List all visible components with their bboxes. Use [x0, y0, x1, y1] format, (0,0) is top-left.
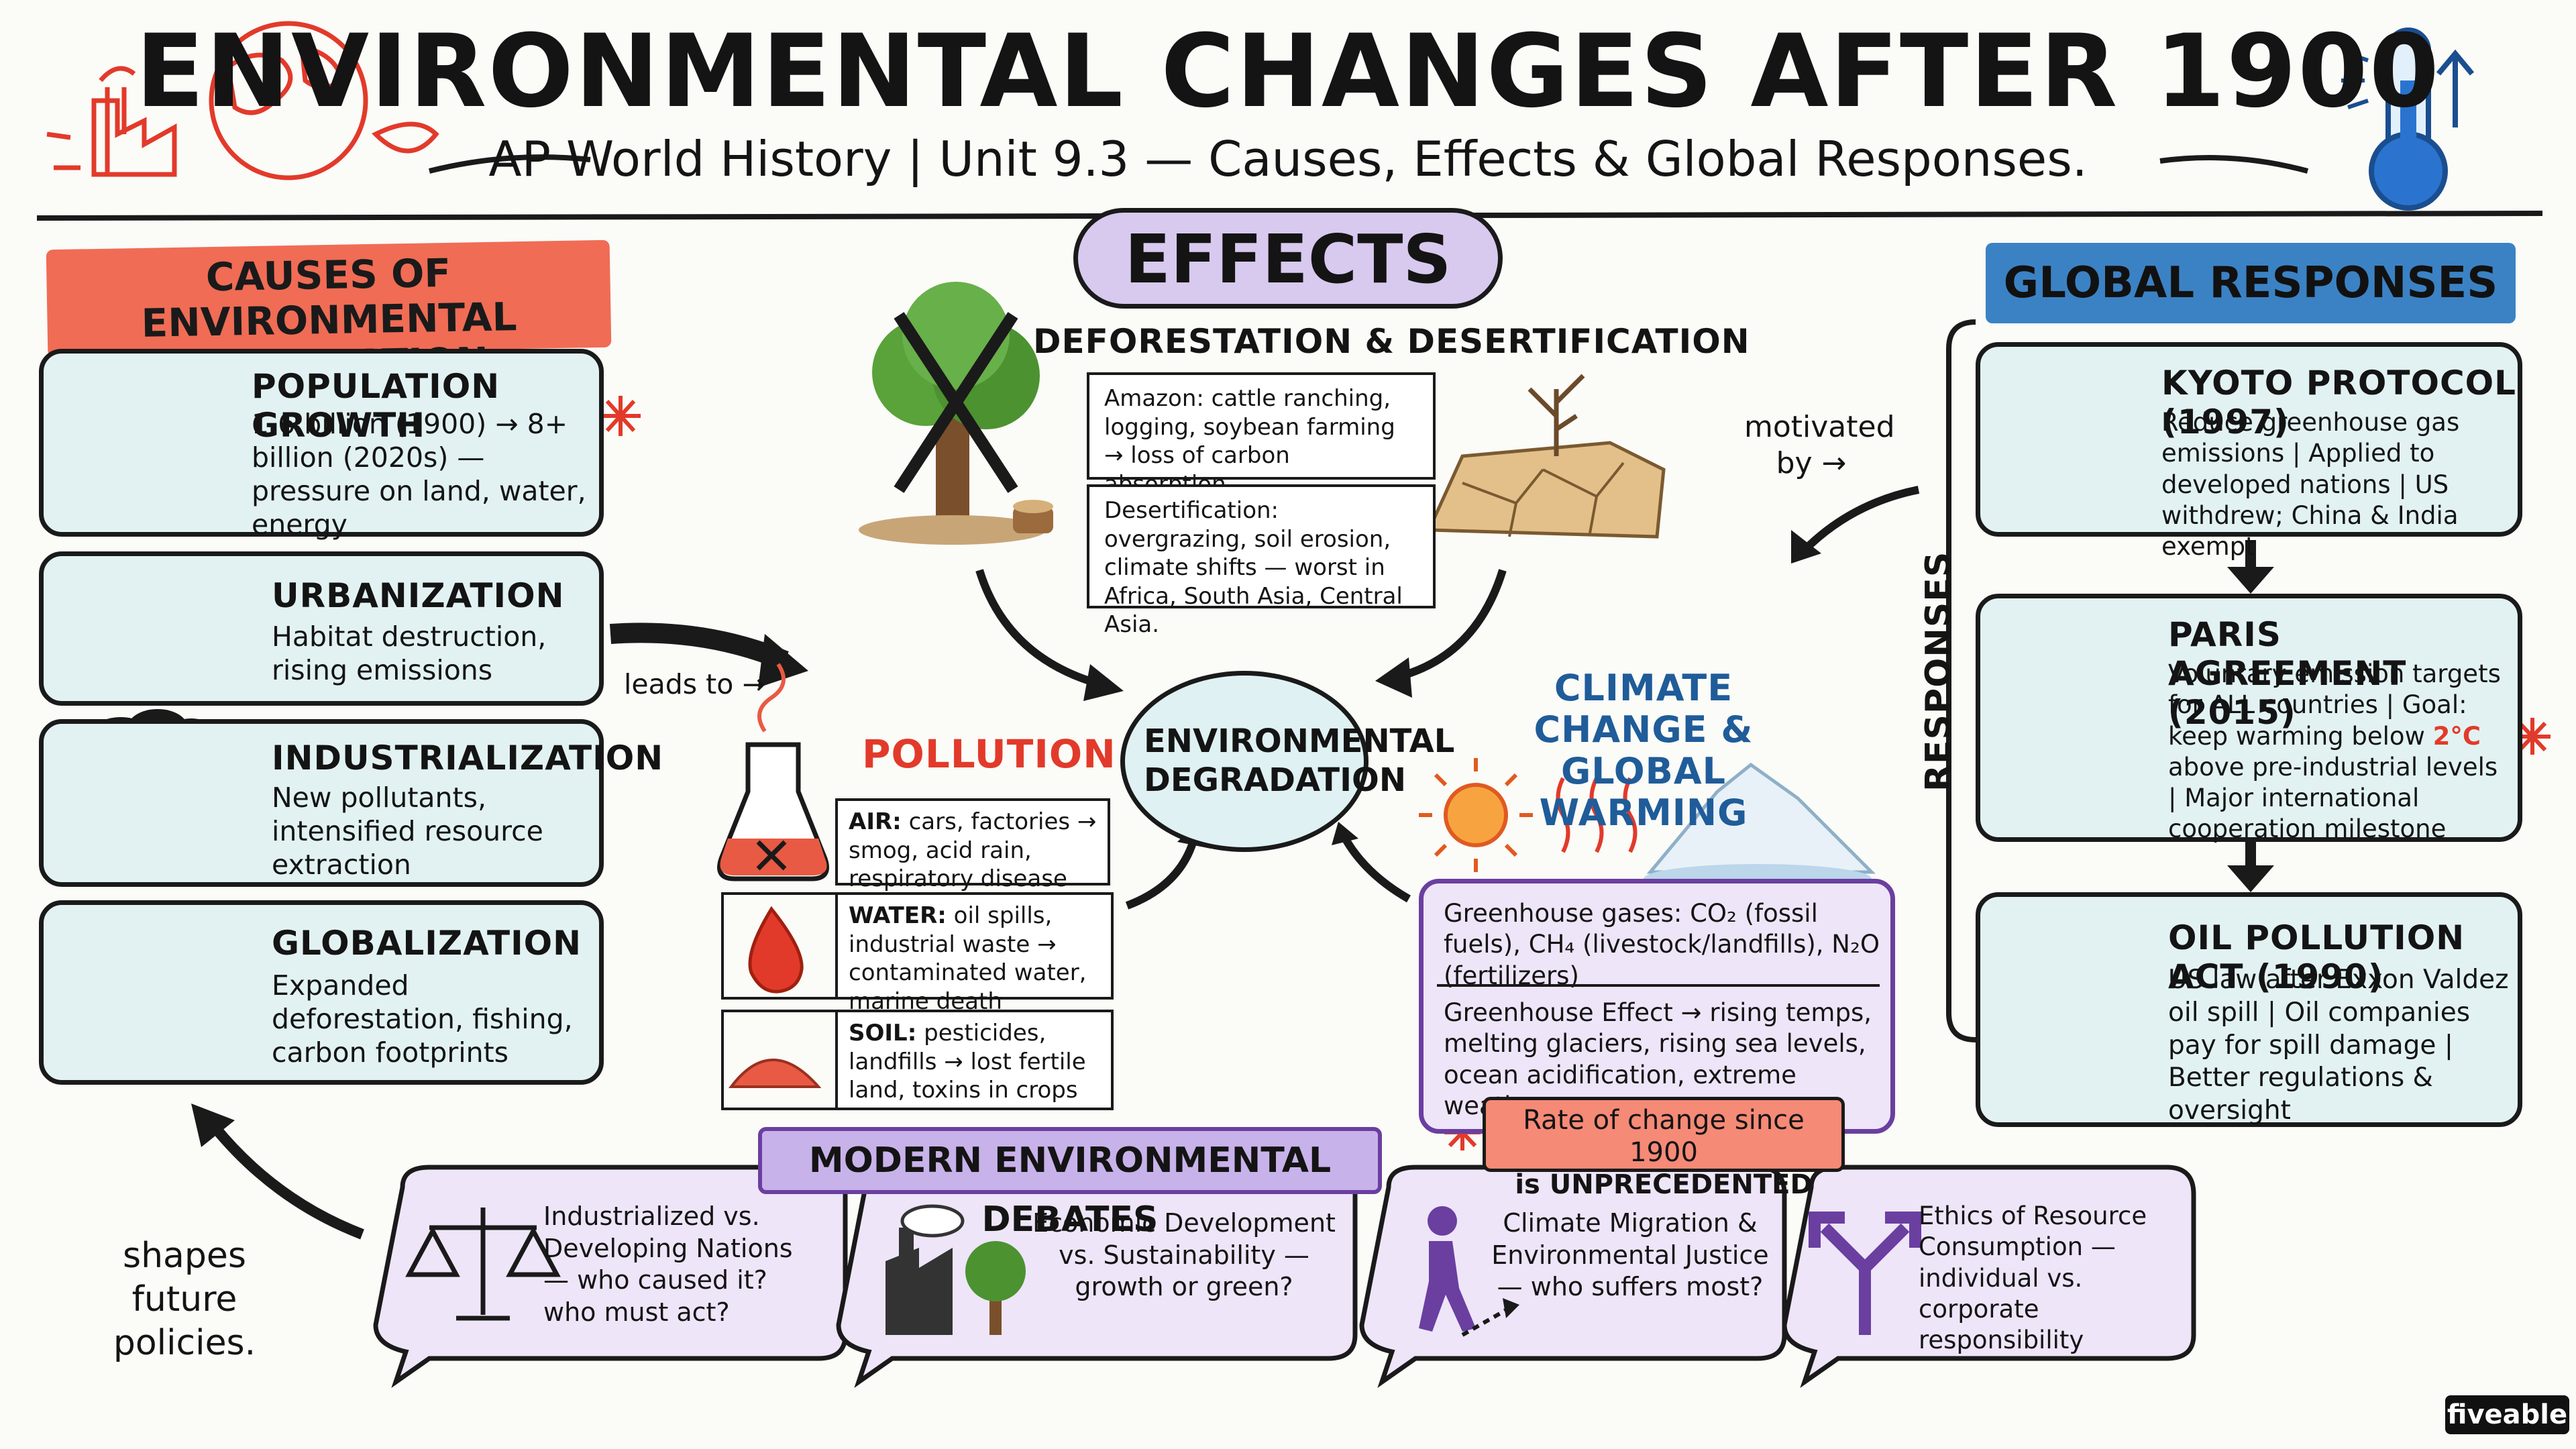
debates-banner-text: MODERN ENVIRONMENTAL DEBATES — [808, 1140, 1332, 1240]
fiveable-logo: fiveable — [2447, 1399, 2568, 1430]
paris-text-b: above pre-industrial levels | Major inte… — [2168, 752, 2498, 844]
cause-globalization: GLOBALIZATION Expanded deforestation, fi… — [39, 900, 604, 1085]
water-drop-icon — [748, 906, 804, 994]
deforested-tree-icon — [859, 282, 1053, 545]
causes-banner: CAUSES OF ENVIRONMENTAL DEGRADATION — [46, 239, 612, 390]
paris-highlight: 2°C — [2432, 721, 2481, 751]
water-label: WATER: — [849, 902, 947, 929]
response-title: KYOTO PROTOCOL (1997) — [2161, 364, 2517, 441]
page-title: ENVIRONMENTAL CHANGES AFTER 1900 — [136, 13, 2440, 130]
responses-side-label: RESPONSES — [1919, 551, 1959, 792]
pollution-icon-frame — [721, 1010, 835, 1110]
cause-title: POPULATION GROWTH — [252, 367, 500, 445]
cause-population-growth: POPULATION GROWTH 1.6 billion (1900) → 8… — [39, 349, 604, 541]
rate-line-1: Rate of change since 1900 — [1523, 1105, 1805, 1168]
debate-text: Economic Development vs. Sustainability … — [1032, 1208, 1336, 1301]
pollution-soil-note: SOIL: pesticides, landfills → lost ferti… — [835, 1010, 1114, 1110]
heat-waves-icon — [1556, 777, 1638, 853]
thermometer-icon — [2341, 28, 2475, 211]
response-title: PARIS AGREEMENT (2015) — [2168, 615, 2407, 732]
pollution-icon-frame — [721, 892, 835, 1000]
cause-industrialization: INDUSTRIALIZATION New pollutants, intens… — [39, 719, 663, 887]
debate-text: Climate Migration & Environmental Justic… — [1491, 1208, 1769, 1301]
cause-title: INDUSTRIALIZATION — [272, 739, 664, 777]
shapes-future-label: shapes future policies. — [113, 1236, 256, 1363]
motivated-by-label: motivated by → — [1744, 410, 1895, 480]
amazon-note: Amazon: cattle ranching, logging, soybea… — [1087, 372, 1436, 498]
response-text: US law after Exxon Valdez oil spill | Oi… — [2168, 965, 2509, 1126]
air-text: cars, factories → smog, acid rain, respi… — [849, 808, 1097, 892]
cause-title: GLOBALIZATION — [272, 924, 582, 963]
scales-icon — [405, 1208, 561, 1321]
desertification-note: Desertification: overgrazing, soil erosi… — [1087, 484, 1436, 638]
desertification-text: Desertification: overgrazing, soil erosi… — [1104, 497, 1403, 638]
climate-title: CLIMATE CHANGE & GLOBAL WARMING — [1534, 667, 1754, 835]
desert-icon — [1426, 374, 1666, 539]
center-label: ENVIRONMENTAL DEGRADATION — [1144, 722, 1455, 799]
pollution-water-note: WATER: oil spills, industrial waste → co… — [835, 892, 1114, 1015]
effects-banner-text: EFFECTS — [1124, 220, 1452, 299]
leads-to-label: leads to → — [624, 668, 765, 700]
response-kyoto: KYOTO PROTOCOL (1997) Reduce greenhouse … — [1976, 342, 2522, 561]
rate-callout: Rate of change since 1900 is UNPRECEDENT… — [1483, 1097, 1845, 1200]
soil-text: pesticides, landfills → lost fertile lan… — [849, 1020, 1086, 1104]
debates-banner: MODERN ENVIRONMENTAL DEBATES — [758, 1127, 1382, 1240]
cause-title: URBANIZATION — [272, 576, 565, 615]
paris-text-a: Voluntary emission targets for ALL count… — [2168, 659, 2501, 751]
response-text: Reduce greenhouse gas emissions | Applie… — [2161, 408, 2460, 561]
debate-text: Ethics of Resource Consumption — individ… — [1919, 1201, 2147, 1354]
response-text: Voluntary emission targets for ALL count… — [2168, 659, 2510, 845]
response-paris: PARIS AGREEMENT (2015) Voluntary emissio… — [1976, 594, 2522, 845]
climate-divider — [1437, 984, 1880, 987]
cause-urbanization: URBANIZATION Habitat destruction, rising… — [39, 551, 604, 706]
flask-icon — [717, 663, 829, 881]
response-title: OIL POLLUTION ACT (1990) — [2168, 918, 2465, 996]
cause-text: 1.6 billion (1900) → 8+ billion (2020s) … — [252, 408, 586, 541]
soil-label: SOIL: — [849, 1020, 917, 1046]
pollution-air-note: AIR: cars, factories → smog, acid rain, … — [835, 798, 1110, 892]
debate-text: Industrialized vs. Developing Nations — … — [543, 1201, 793, 1327]
response-oil-pollution-act: OIL POLLUTION ACT (1990) US law after Ex… — [1976, 892, 2522, 1127]
amazon-text: Amazon: cattle ranching, logging, soybea… — [1104, 385, 1395, 498]
environmental-degradation-node: ENVIRONMENTAL DEGRADATION — [1120, 671, 1455, 852]
split-arrow-icon — [1809, 1212, 1921, 1335]
rate-line-2: is UNPRECEDENTED — [1515, 1169, 1813, 1200]
air-label: AIR: — [849, 808, 902, 835]
soil-icon — [728, 1059, 822, 1088]
effects-banner: EFFECTS — [1073, 208, 1503, 309]
climate-box: Greenhouse gases: CO₂ (fossil fuels), CH… — [1419, 879, 1895, 1134]
migrant-icon — [1419, 1206, 1519, 1337]
pollution-title: POLLUTION — [862, 731, 1116, 777]
deforestation-title: DEFORESTATION & DESERTIFICATION — [1033, 322, 1750, 361]
page-subtitle: AP World History | Unit 9.3 — Causes, Ef… — [488, 131, 2088, 187]
factory-tree-icon — [885, 1204, 1026, 1335]
responses-banner: GLOBAL RESPONSES — [1986, 243, 2516, 323]
cause-text: Expanded deforestation, fishing, carbon … — [272, 969, 573, 1069]
cause-text: New pollutants, intensified resource ext… — [272, 782, 543, 881]
responses-banner-text: GLOBAL RESPONSES — [2003, 258, 2498, 308]
greenhouse-gases: Greenhouse gases: CO₂ (fossil fuels), CH… — [1444, 899, 1880, 990]
cause-text: Habitat destruction, rising emissions — [272, 621, 547, 687]
globe-factory-icon — [46, 21, 439, 180]
sun-icon — [1419, 758, 1533, 872]
greenhouse-effect: Greenhouse Effect → rising temps, meltin… — [1444, 998, 1872, 1120]
